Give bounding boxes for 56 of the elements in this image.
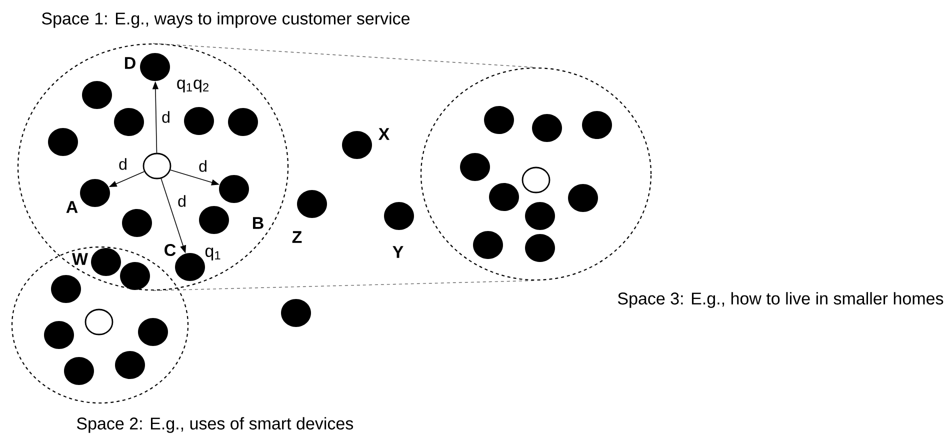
- dot: [228, 108, 258, 136]
- point-label: q$_{1}$q$_{2}$: [177, 80, 208, 92]
- dashed-ellipse: [17, 43, 289, 291]
- dashed-ellipse: [11, 246, 189, 404]
- dot: [82, 81, 112, 109]
- dot: [64, 357, 94, 385]
- point-label: Z: [292, 231, 302, 243]
- hollow-circle: [142, 152, 172, 180]
- space-heading: Space 2: E.g., uses of smart devices: [76, 417, 354, 433]
- hollow-circle: [522, 166, 550, 194]
- dot: [199, 206, 229, 234]
- dot: [525, 202, 555, 230]
- space-heading: Space 3: E.g., how to live in smaller homes: [618, 292, 944, 308]
- dot: [532, 114, 562, 142]
- dot: [114, 108, 144, 136]
- dot: [120, 262, 150, 290]
- edge-label: d: [118, 157, 128, 171]
- dot: [48, 128, 78, 156]
- dot: [384, 202, 414, 230]
- dot: [582, 111, 612, 139]
- edge-label: d: [176, 194, 188, 208]
- dot: [525, 234, 555, 262]
- edge-label: d: [198, 159, 208, 173]
- point-label: A: [66, 201, 78, 213]
- point-label: B: [253, 217, 264, 229]
- space-heading: Space 1: E.g., ways to improve customer service: [42, 12, 410, 28]
- edge-label: d: [160, 110, 172, 124]
- dot: [115, 351, 145, 379]
- zoom-line: [152, 43, 536, 68]
- point-label: C: [164, 244, 176, 256]
- dot: [140, 53, 170, 81]
- dot: [138, 318, 168, 346]
- dot: [51, 275, 81, 303]
- dashed-ellipse: [420, 67, 652, 281]
- dot: [297, 190, 327, 218]
- hollow-circle: [84, 308, 114, 336]
- dot: [91, 248, 121, 276]
- dot: [460, 153, 490, 181]
- zoom-line: [152, 280, 536, 291]
- point-label: q$_{1}$: [205, 248, 220, 260]
- dot: [122, 209, 152, 237]
- dot: [484, 106, 514, 134]
- point-label: W: [72, 253, 88, 265]
- dot: [489, 183, 519, 211]
- dot: [568, 184, 598, 212]
- dot: [219, 175, 249, 203]
- dot: [184, 107, 214, 135]
- point-label: D: [125, 57, 136, 69]
- dot: [44, 321, 74, 349]
- dot: [80, 179, 110, 207]
- dot: [281, 299, 311, 327]
- point-label: X: [378, 128, 390, 140]
- dot: [342, 131, 372, 159]
- dot: [175, 253, 205, 281]
- dot: [473, 231, 503, 259]
- point-label: Y: [392, 246, 404, 258]
